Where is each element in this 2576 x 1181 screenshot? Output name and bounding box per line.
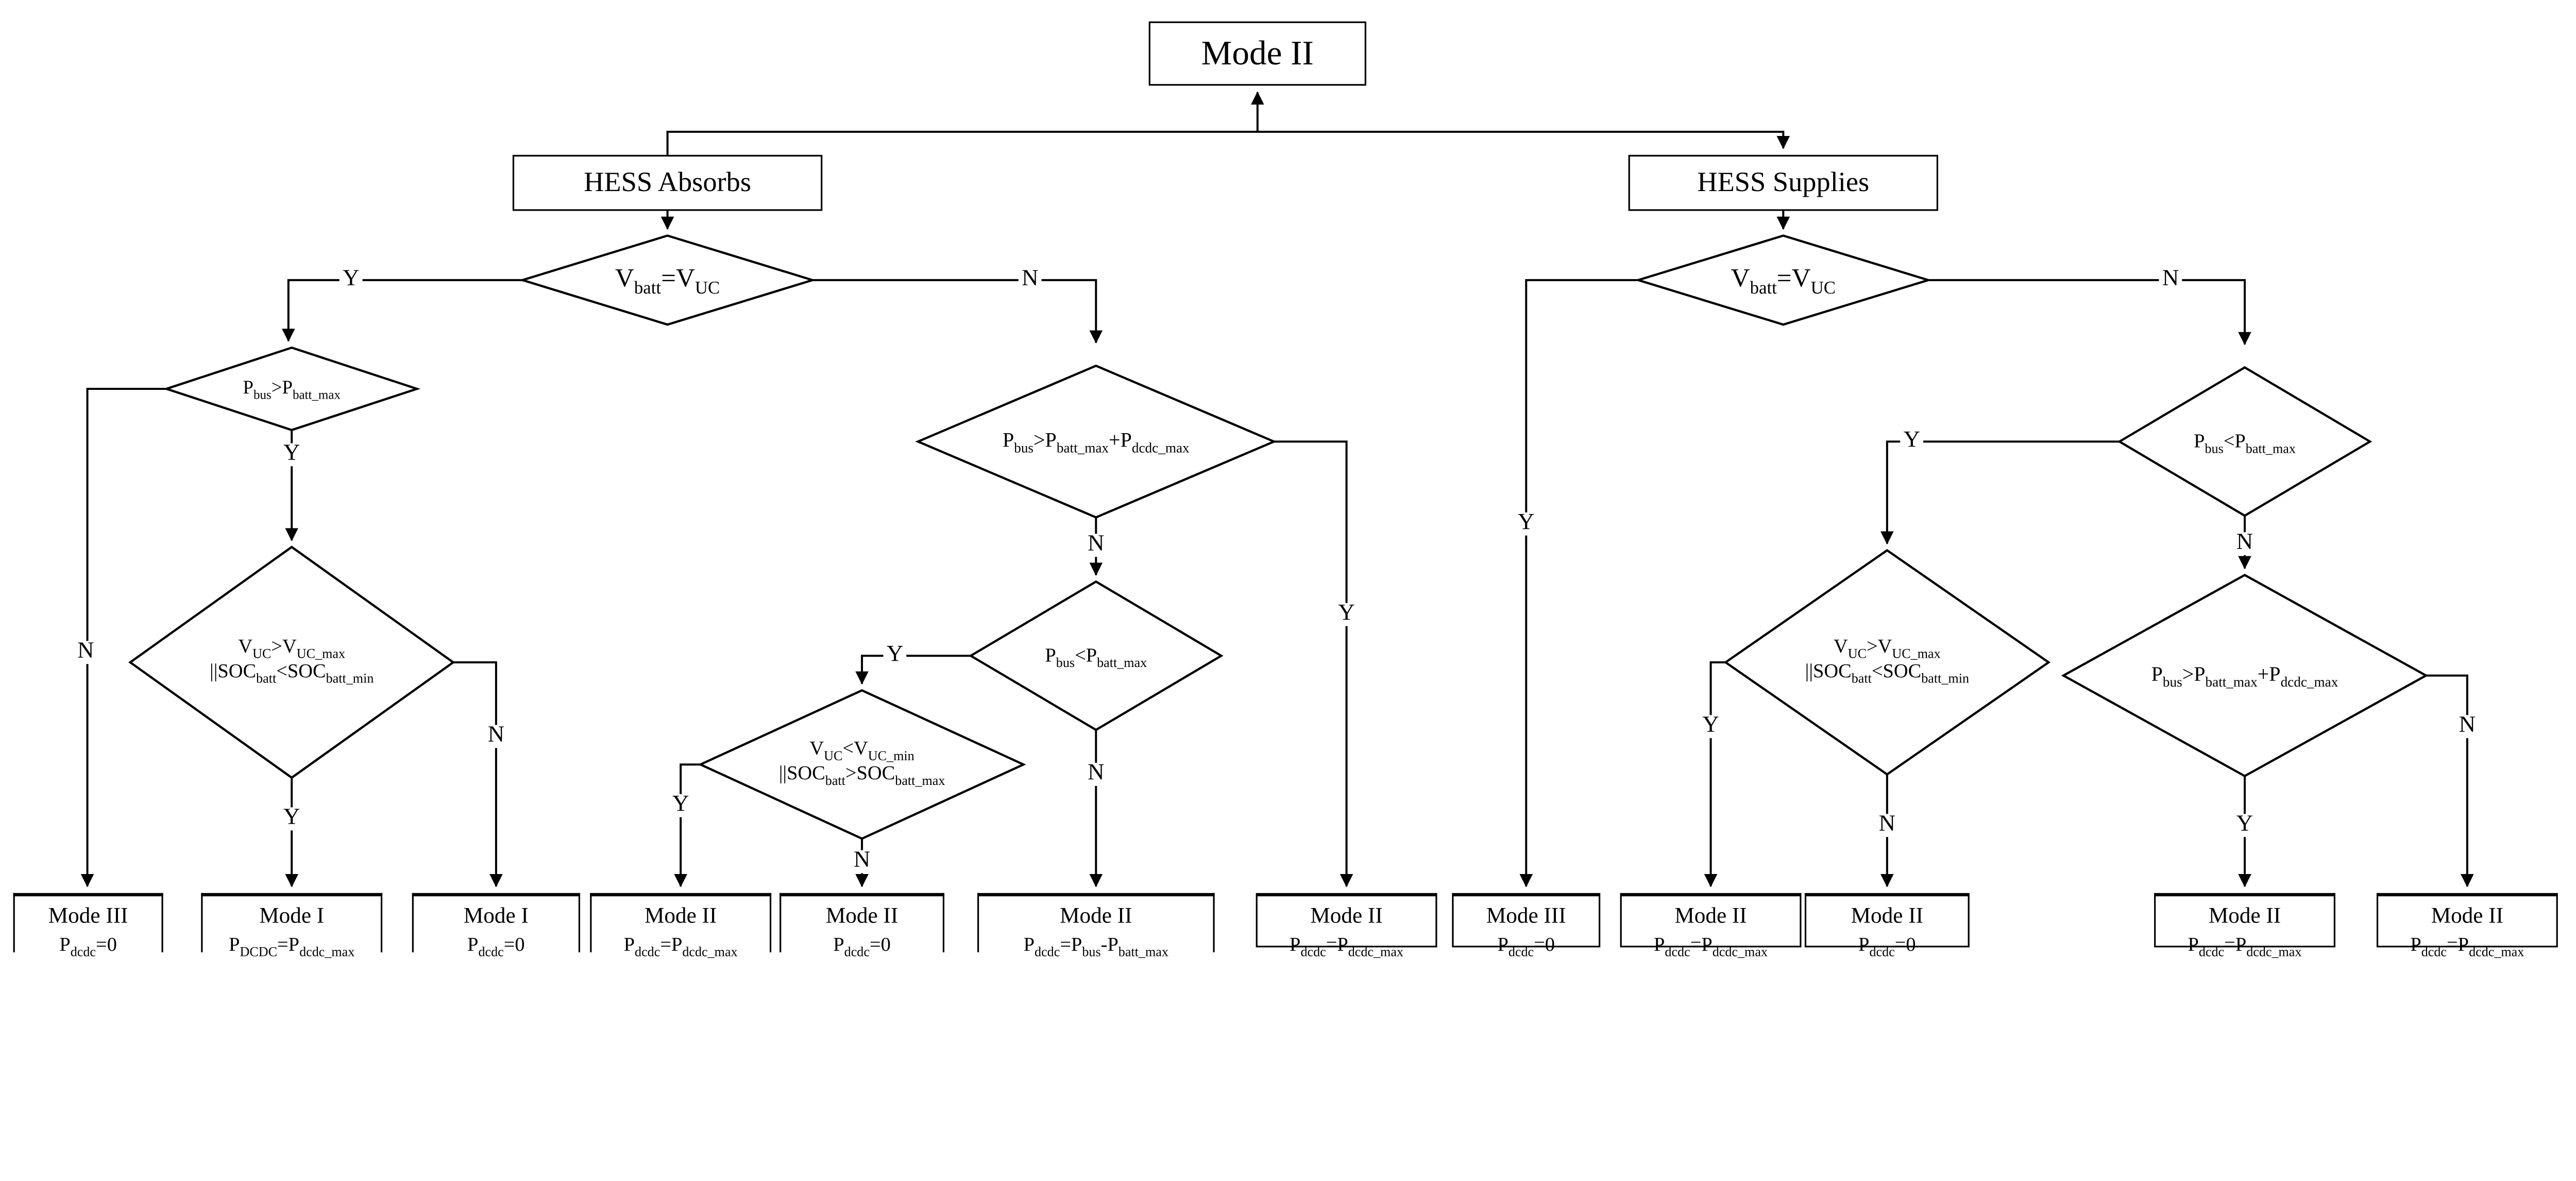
outcome-4-equation: Pdcdc=Pdcdc_max (623, 932, 738, 959)
decision-right-vuc-gt-vucmax: VUC>VUC_max ||SOCbatt<SOCbatt_min (1805, 634, 1970, 687)
edge-d6-yes (674, 763, 701, 887)
edge-d1r-no (1928, 279, 2251, 346)
label-d2l-no: N (74, 640, 97, 664)
edge-d2l-no (80, 387, 167, 887)
outcome-12-box: Mode II Pdcdc=Pdcdc_max (2376, 893, 2558, 958)
outcome-11-mode: Mode II (2208, 903, 2281, 928)
outcome-1-equation: Pdcdc=0 (59, 932, 117, 959)
outcome-5-mode: Mode II (825, 903, 899, 928)
label-d5-yes: Y (883, 643, 907, 667)
hess-supplies-label: HESS Supplies (1697, 166, 1870, 198)
edge-d4-yes (1274, 440, 1353, 887)
outcome-9-box: Mode II Pdcdc=Pdcdc_max (1620, 893, 1802, 958)
label-d5-no: N (1084, 762, 1108, 786)
edge-d3l-no (453, 661, 503, 887)
outcome-7-mode: Mode II (1310, 903, 1383, 928)
decision-right-vuc-gt-vucmax-shape (1723, 549, 2051, 776)
decision-mid-vuc-lt-vucmin: VUC<VUC_min ||SOCbatt>SOCbatt_max (778, 736, 945, 789)
edge-root-split (666, 130, 1790, 155)
decision-right-v-eq-shape (1634, 234, 1933, 326)
label-d6-no: N (850, 849, 874, 874)
label-d3l-yes: Y (280, 807, 303, 831)
outcome-6-box: Mode II Pdcdc=Pbus-Pbatt_max (977, 893, 1215, 958)
outcome-2-mode: Mode I (259, 903, 325, 928)
hess-absorbs-label: HESS Absorbs (584, 166, 752, 198)
decision-right-pbus-lt-pbatt-shape (2117, 366, 2372, 517)
edge-d1r-yes (1519, 279, 1638, 887)
label-d6-yes: Y (669, 793, 692, 817)
decision-left-pbus-gt-pbatt: Pbus>Pbatt_max (243, 379, 341, 402)
edge-d7-yes (1880, 440, 2120, 545)
outcome-3-mode: Mode I (463, 903, 529, 928)
decision-left-vuc-gt-vucmax: VUC>VUC_max ||SOCbatt<SOCbatt_min (210, 634, 374, 687)
label-d1r-no: N (2159, 268, 2182, 292)
outcome-6-mode: Mode II (1060, 903, 1132, 928)
outcome-9-mode: Mode II (1674, 903, 1747, 928)
edge-d1l-no (812, 279, 1103, 344)
decision-right-v-eq: Vbatt=VUC (1731, 265, 1836, 299)
label-d8-yes: Y (1699, 714, 1723, 739)
edge-d5-yes (855, 655, 971, 685)
decision-right-pbus-gt-sum-shape (2061, 573, 2429, 778)
outcome-2-box: Mode I PDCDC=Pdcdc_max (201, 893, 383, 958)
label-d1l-yes: Y (339, 268, 363, 292)
label-d7-yes: Y (1900, 429, 1924, 453)
decision-left-vuc-gt-vucmax-shape (128, 545, 455, 779)
outcome-12-equation: Pdcdc=Pdcdc_max (2410, 932, 2524, 959)
label-d9-no: N (2455, 714, 2479, 739)
decision-left-v-eq-shape (518, 234, 817, 326)
label-d1r-yes: Y (1514, 511, 1538, 536)
edge-d8-yes (1704, 661, 1726, 887)
mode2-root-box: Mode II (1148, 21, 1366, 86)
outcome-11-equation: Pdcdc=Pdcdc_max (2188, 932, 2302, 959)
decision-right-pbus-gt-sum: Pbus>Pbatt_max+Pdcdc_max (2151, 662, 2338, 690)
outcome-1-box: Mode III Pdcdc=0 (13, 893, 163, 958)
outcome-10-equation: Pdcdc=0 (1858, 932, 1916, 959)
outcome-10-box: Mode II Pdcdc=0 (1804, 893, 1970, 958)
outcome-4-mode: Mode II (644, 903, 717, 928)
decision-right-pbus-lt-pbatt: Pbus<Pbatt_max (2194, 429, 2296, 456)
label-d2l-yes: Y (280, 442, 303, 467)
outcome-6-equation: Pdcdc=Pbus-Pbatt_max (1023, 932, 1168, 959)
outcome-2-equation: PDCDC=Pdcdc_max (229, 932, 355, 959)
hess-supplies-box: HESS Supplies (1628, 155, 1938, 211)
decision-mid-pbus-lt-pbatt: Pbus<Pbatt_max (1045, 643, 1147, 671)
edge-d1l-yes (282, 279, 523, 342)
outcome-9-equation: Pdcdc=Pdcdc_max (1654, 932, 1768, 959)
label-d7-no: N (2233, 532, 2257, 556)
mode2-root-label: Mode II (1201, 33, 1314, 74)
label-d4-no: N (1084, 533, 1108, 557)
outcome-10-mode: Mode II (1851, 903, 1924, 928)
decision-mid-pbus-lt-pbatt-shape (968, 580, 1224, 731)
outcome-1-mode: Mode III (48, 903, 128, 928)
outcome-3-equation: Pdcdc=0 (467, 932, 525, 959)
decision-mid-vuc-lt-vucmin-shape (698, 689, 1026, 840)
label-d9-yes: Y (2233, 813, 2257, 837)
label-d4-yes: Y (1334, 602, 1359, 626)
outcome-5-equation: Pdcdc=0 (833, 932, 891, 959)
outcome-3-box: Mode I Pdcdc=0 (412, 893, 581, 958)
outcome-8-equation: Pdcdc=0 (1497, 932, 1555, 959)
label-d3l-no: N (484, 724, 508, 748)
decision-mid-pbus-gt-sum: Pbus>Pbatt_max+Pdcdc_max (1002, 429, 1190, 456)
decision-left-pbus-gt-pbatt-shape (163, 346, 421, 432)
outcome-7-box: Mode II Pdcdc=Pdcdc_max (1256, 893, 1437, 958)
decision-left-v-eq: Vbatt=VUC (615, 265, 720, 299)
outcome-8-mode: Mode III (1486, 903, 1566, 928)
outcome-8-box: Mode III Pdcdc=0 (1452, 893, 1601, 958)
decision-mid-pbus-gt-sum-shape (915, 364, 1277, 519)
label-d8-no: N (1875, 813, 1899, 837)
outcome-12-mode: Mode II (2431, 903, 2504, 928)
flowchart-connectors (80, 91, 2474, 887)
label-d1l-no: N (1018, 268, 1042, 292)
outcome-11-box: Mode II Pdcdc=Pdcdc_max (2154, 893, 2335, 958)
outcome-4-box: Mode II Pdcdc=Pdcdc_max (590, 893, 772, 958)
outcome-7-equation: Pdcdc=Pdcdc_max (1290, 932, 1404, 959)
mode2-flowchart: Mode II HESS Absorbs HESS Supplies Vbatt… (13, 21, 2558, 959)
outcome-5-box: Mode II Pdcdc=0 (779, 893, 945, 958)
edge-d9-no (2426, 674, 2474, 887)
hess-absorbs-box: HESS Absorbs (512, 155, 823, 211)
